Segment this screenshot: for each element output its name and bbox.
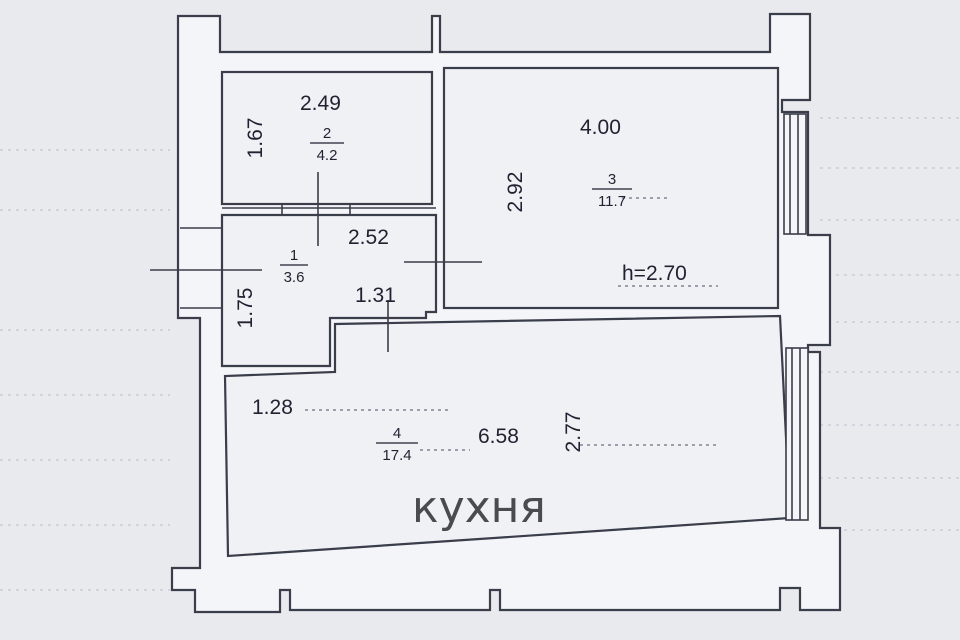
living-area: 11.7 [598, 193, 626, 210]
hall-extra: 1.31 [355, 284, 396, 307]
hall-width: 2.52 [348, 226, 389, 249]
hall-length: 1.75 [234, 288, 257, 329]
hall-area: 3.6 [284, 269, 305, 286]
kitchen-area: 17.4 [382, 447, 411, 464]
room-living [442, 66, 780, 310]
bathroom-area: 4.2 [317, 147, 338, 164]
kitchen-width: 6.58 [478, 425, 519, 448]
hall-number: 1 [290, 247, 298, 264]
bathroom-length: 1.67 [244, 118, 267, 159]
bathroom-number: 2 [323, 125, 331, 142]
window-kitchen [785, 347, 809, 521]
kitchen-extra: 1.28 [252, 396, 293, 419]
window-living [783, 113, 807, 235]
kitchen-label: кухня [412, 482, 546, 533]
living-number: 3 [608, 171, 616, 188]
living-width: 4.00 [580, 116, 621, 139]
living-length: 2.92 [504, 172, 527, 213]
room-kitchen [223, 314, 792, 558]
room-hall [220, 213, 438, 368]
living-height: h=2.70 [622, 262, 687, 285]
room-bathroom [220, 70, 434, 206]
bathroom-width: 2.49 [300, 92, 341, 115]
kitchen-length: 2.77 [562, 412, 585, 453]
kitchen-number: 4 [393, 425, 401, 442]
